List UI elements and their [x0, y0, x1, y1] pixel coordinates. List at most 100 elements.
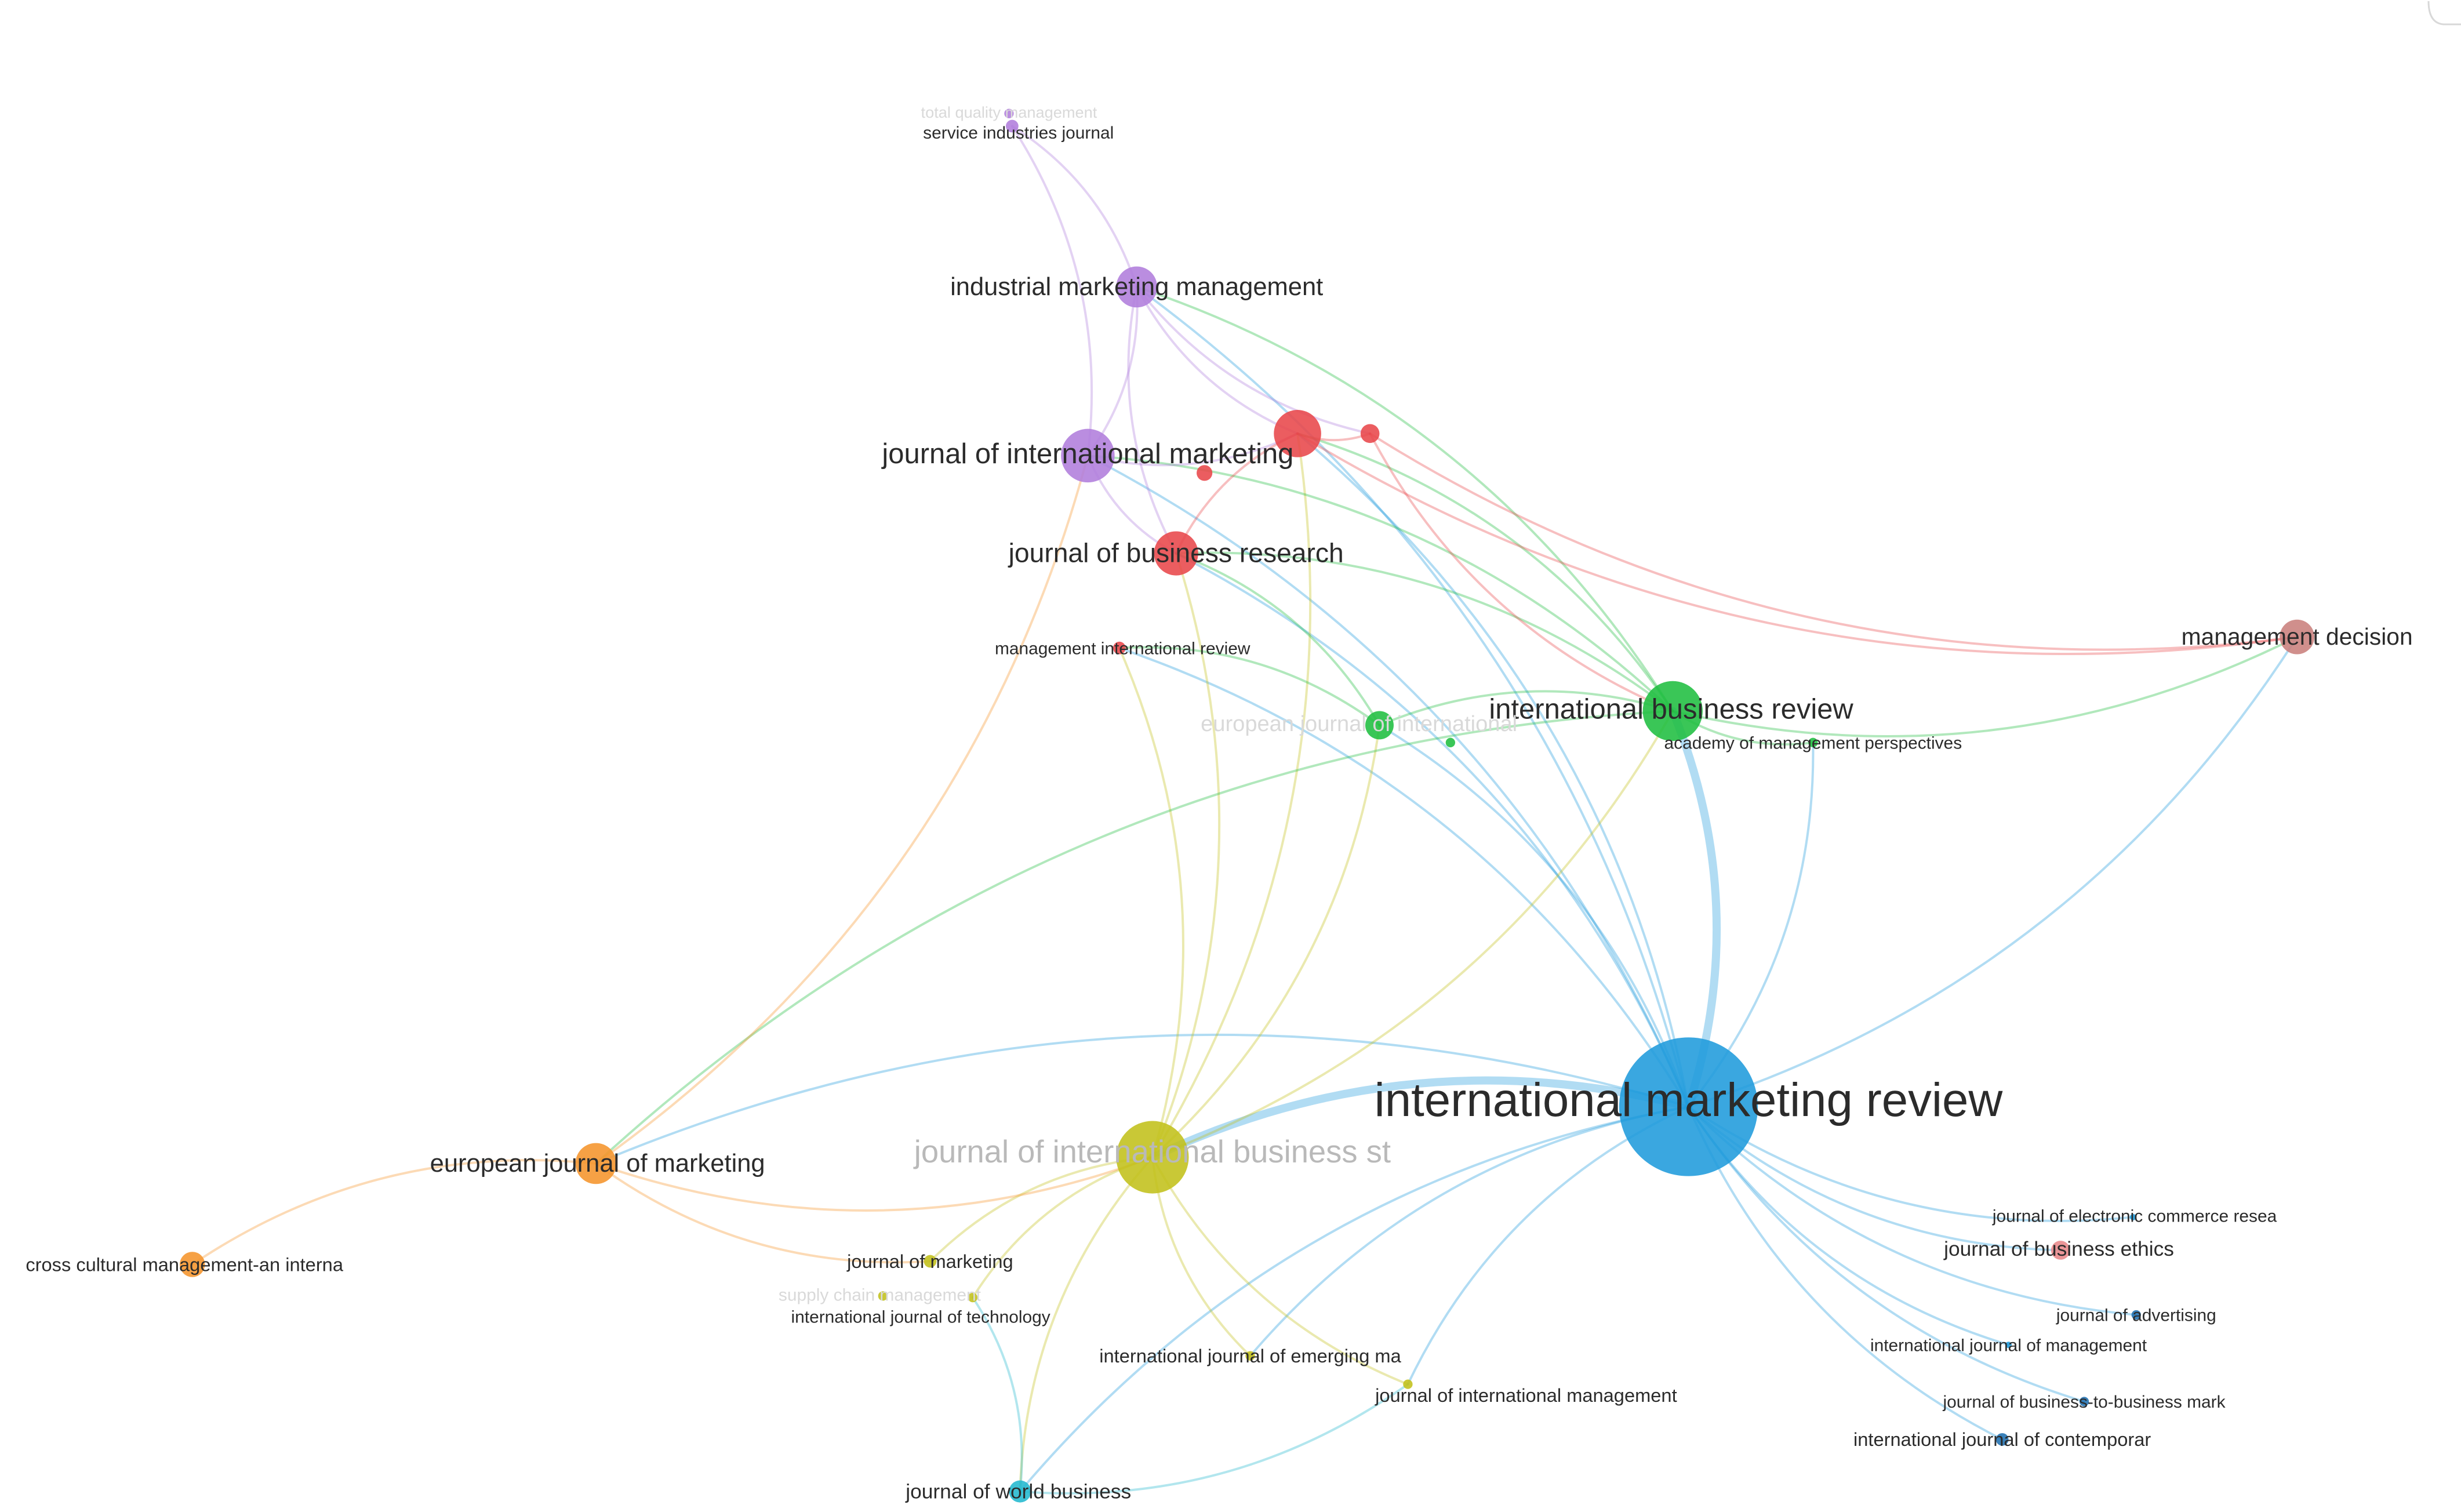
node-imr[interactable]	[1619, 1037, 1758, 1176]
link-ibr-imm	[1135, 285, 1674, 713]
label-jecr[interactable]: journal of electronic commerce resea	[1992, 1206, 2277, 1226]
label-jintm[interactable]: journal of international management	[1375, 1384, 1677, 1406]
link-jibs-jwb	[1019, 1156, 1154, 1493]
label-mir[interactable]: management international review	[995, 639, 1251, 658]
link-ibr-md	[1671, 635, 2299, 737]
node-red2[interactable]	[1360, 424, 1380, 444]
node-jim[interactable]	[1061, 428, 1115, 483]
label-jom[interactable]: journal of marketing	[846, 1251, 1013, 1272]
link-imm-sij	[1010, 125, 1138, 288]
node-ijem[interactable]	[1245, 1351, 1255, 1361]
node-ijm[interactable]	[2005, 1342, 2012, 1349]
link-jibs-jintm	[1151, 1156, 1409, 1386]
node-ijc[interactable]	[1995, 1433, 2009, 1446]
label-ejim[interactable]: european journal of international	[1201, 712, 1517, 736]
node-sqr[interactable]	[1004, 108, 1014, 118]
link-jibs-jom	[929, 1156, 1154, 1263]
label-ijm[interactable]: international journal of management	[1870, 1336, 2147, 1355]
link-red2-md	[1369, 432, 2299, 651]
label-ibr[interactable]: international business review	[1489, 693, 1853, 725]
zoom-control-corner[interactable]	[2420, 0, 2461, 35]
link-jibs-jbr	[1151, 552, 1221, 1159]
node-joa[interactable]	[2131, 1310, 2141, 1320]
link-jibs-ejim	[1151, 724, 1381, 1159]
network-links	[191, 125, 2299, 1495]
link-jim-sij	[1010, 125, 1093, 457]
link-ejim-mir	[1118, 646, 1381, 726]
node-grn3[interactable]	[1445, 737, 1456, 748]
label-ejm[interactable]: european journal of marketing	[430, 1150, 765, 1177]
label-jim[interactable]: journal of international marketing	[881, 438, 1293, 470]
node-sij[interactable]	[1005, 119, 1019, 133]
link-ibr-jim	[1086, 454, 1674, 713]
node-ijt[interactable]	[968, 1292, 978, 1303]
node-scm[interactable]	[878, 1291, 888, 1301]
network-nodes	[180, 108, 2315, 1503]
link-imr-jwb	[1019, 1106, 1690, 1493]
link-red2-ibr	[1369, 432, 1674, 713]
node-jibs[interactable]	[1116, 1121, 1189, 1194]
node-jwb[interactable]	[1009, 1480, 1031, 1503]
node-jbr[interactable]	[1154, 531, 1198, 576]
node-amp[interactable]	[1808, 737, 1818, 748]
link-ejm-jom	[594, 1162, 932, 1264]
node-md[interactable]	[2280, 619, 2315, 655]
link-jibs-ibr	[1151, 710, 1674, 1159]
label-md[interactable]: management decision	[2182, 623, 2413, 650]
label-ijt[interactable]: international journal of technology	[791, 1307, 1050, 1326]
link-imm-red1	[1135, 285, 1299, 435]
node-ejm[interactable]	[575, 1143, 617, 1184]
link-imr-red1	[1296, 432, 1690, 1108]
node-jom[interactable]	[924, 1255, 937, 1268]
link-ibr-red1	[1296, 432, 1674, 713]
label-imm[interactable]: industrial marketing management	[950, 273, 1323, 301]
label-jibs[interactable]: journal of international business st	[913, 1134, 1391, 1169]
node-jintm[interactable]	[1403, 1379, 1413, 1389]
label-joa[interactable]: journal of advertising	[2056, 1306, 2216, 1325]
link-imr-ejm	[594, 1033, 1690, 1165]
node-imm[interactable]	[1116, 266, 1158, 308]
link-jwb-ijt	[971, 1296, 1023, 1493]
link-ejm-jim	[594, 454, 1089, 1165]
node-ccm[interactable]	[180, 1252, 205, 1277]
link-imr-imm	[1135, 285, 1690, 1108]
link-imr-mir	[1118, 646, 1690, 1108]
link-ibr-jbr	[1175, 551, 1674, 713]
node-ibr[interactable]	[1642, 681, 1703, 742]
label-ijc[interactable]: international journal of contemporar	[1853, 1429, 2151, 1450]
node-jbe[interactable]	[2051, 1241, 2070, 1260]
link-jibs-mir	[1118, 646, 1184, 1159]
label-ijem[interactable]: international journal of emerging ma	[1099, 1345, 1401, 1366]
link-imr-md	[1687, 635, 2299, 1108]
node-jbbm[interactable]	[2079, 1397, 2089, 1406]
label-jbbm[interactable]: journal of business-to-business mark	[1943, 1393, 2226, 1412]
node-red1[interactable]	[1274, 410, 1321, 457]
link-jibs-red1	[1151, 432, 1312, 1159]
link-imr-ijem	[1249, 1106, 1690, 1357]
label-sqr[interactable]: total quality management	[921, 103, 1097, 121]
node-red3[interactable]	[1197, 465, 1213, 481]
label-scm[interactable]: supply chain management	[779, 1285, 982, 1304]
link-imr-jbbm	[1687, 1106, 2086, 1403]
label-ccm[interactable]: cross cultural management-an interna	[26, 1253, 344, 1275]
label-imr[interactable]: international marketing review	[1375, 1074, 2004, 1126]
label-jbr[interactable]: journal of business research	[1008, 537, 1344, 568]
label-jwb[interactable]: journal of world business	[905, 1481, 1131, 1503]
label-amp[interactable]: academy of management perspectives	[1664, 733, 1962, 753]
link-ejm-ccm	[191, 1159, 597, 1266]
link-red1-md	[1296, 432, 2299, 655]
link-ejm-jibs	[594, 1156, 1154, 1212]
link-imr-joa	[1687, 1106, 2138, 1316]
label-jbe[interactable]: journal of business ethics	[1943, 1238, 2174, 1260]
node-mir[interactable]	[1113, 641, 1126, 655]
link-jim-red1	[1086, 432, 1299, 467]
link-jwb-jintm	[1019, 1383, 1409, 1495]
label-sij[interactable]: service industries journal	[923, 123, 1114, 143]
link-imr-ejim	[1378, 724, 1690, 1108]
node-jecr[interactable]	[2129, 1213, 2136, 1220]
link-ibr-ejm	[594, 710, 1674, 1165]
link-imr-jbr	[1175, 552, 1690, 1108]
link-imm-red2	[1135, 285, 1372, 435]
node-ejim[interactable]	[1365, 711, 1394, 740]
